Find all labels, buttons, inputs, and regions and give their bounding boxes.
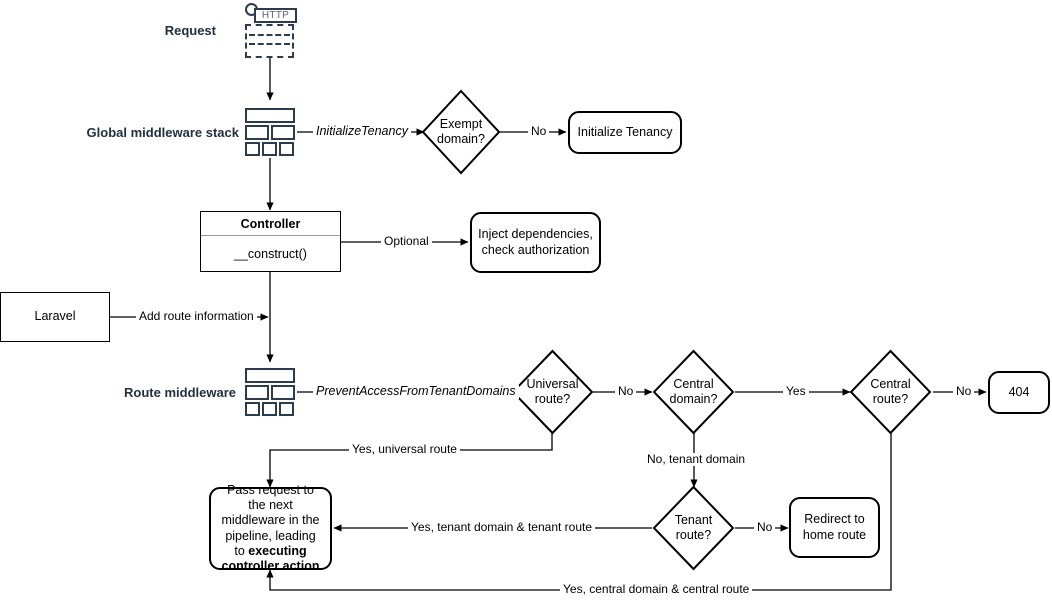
decision-central-domain[interactable]: Central domain? xyxy=(652,349,735,435)
node-404[interactable]: 404 xyxy=(988,371,1050,414)
node-pass-request[interactable]: Pass request to the next middleware in t… xyxy=(209,483,332,573)
controller-title: Controller xyxy=(201,212,340,236)
edge-label-yes-central-domain-central-route: Yes, central domain & central route xyxy=(560,582,753,597)
edge-label-central-domain-yes: Yes xyxy=(783,384,809,399)
route-middleware-stack-icon xyxy=(245,368,295,416)
stack-bar-icon xyxy=(262,402,277,416)
stack-bar-icon xyxy=(279,142,294,156)
edge-label-no-tenant-domain: No, tenant domain xyxy=(644,452,749,467)
node-label: home route xyxy=(802,527,867,542)
stack-bar-icon xyxy=(245,402,260,416)
decision-exempt-domain-text: Exempt domain? xyxy=(421,89,501,175)
stack-bar-icon xyxy=(271,385,295,400)
text-line: route? xyxy=(675,528,712,542)
label-request: Request xyxy=(164,23,216,38)
node-label: Inject dependencies, xyxy=(478,227,593,242)
node-label: Laravel xyxy=(34,309,76,324)
text-line: Tenant xyxy=(674,513,713,527)
label-global-middleware-stack: Global middleware stack xyxy=(86,125,239,140)
text-line: Exempt xyxy=(439,117,483,131)
decision-universal-route-text: Universal route? xyxy=(511,349,594,435)
http-request-body-line-icon xyxy=(249,34,290,36)
node-inject-dependencies[interactable]: Inject dependencies, check authorization xyxy=(470,212,601,273)
decision-central-route[interactable]: Central route? xyxy=(849,349,932,435)
text-line: Universal xyxy=(526,377,579,391)
edge-label-initialize-tenancy-middleware: InitializeTenancy xyxy=(313,124,411,139)
stack-bar-icon xyxy=(245,142,260,156)
node-initialize-tenancy[interactable]: Initialize Tenancy xyxy=(568,111,682,154)
decision-central-route-text: Central route? xyxy=(849,349,932,435)
edge-label-tenant-route-no: No xyxy=(754,520,776,535)
edge-label-central-route-no: No xyxy=(953,384,975,399)
http-protocol-label: HTTP xyxy=(254,8,297,23)
edge-label-prevent-access-middleware: PreventAccessFromTenantDomains xyxy=(313,384,519,399)
decision-tenant-route[interactable]: Tenant route? xyxy=(652,485,735,571)
edge-label-exempt-no: No xyxy=(528,124,550,139)
node-pass-request-text: Pass request to the next middleware in t… xyxy=(219,483,322,575)
controller-method: __construct() xyxy=(234,246,307,261)
decision-tenant-route-text: Tenant route? xyxy=(652,485,735,571)
edge-label-universal-no: No xyxy=(615,384,637,399)
node-label: Pass request to the next middleware in t… xyxy=(221,482,320,558)
edge-label-optional: Optional xyxy=(381,234,432,249)
stack-bar-icon xyxy=(245,125,269,140)
edge-label-add-route-information: Add route information xyxy=(136,309,257,324)
edge-label-yes-universal-route: Yes, universal route xyxy=(349,442,460,457)
http-request-body-icon xyxy=(245,24,294,58)
node-label: 404 xyxy=(1008,384,1030,399)
stack-bar-icon xyxy=(271,125,295,140)
stack-bar-icon xyxy=(245,108,295,123)
node-label: Redirect to xyxy=(804,512,865,527)
text-line: domain? xyxy=(437,132,485,146)
decision-exempt-domain[interactable]: Exempt domain? xyxy=(421,89,501,175)
node-label: Initialize Tenancy xyxy=(577,124,673,139)
text-line: route? xyxy=(872,392,909,406)
node-redirect-home-route[interactable]: Redirect to home route xyxy=(789,497,880,558)
text-line: Central xyxy=(870,377,911,391)
edge-label-yes-tenant-domain-tenant-route: Yes, tenant domain & tenant route xyxy=(408,520,596,535)
decision-universal-route[interactable]: Universal route? xyxy=(511,349,594,435)
label-route-middleware: Route middleware xyxy=(124,385,236,400)
global-middleware-stack-icon xyxy=(245,108,295,156)
node-controller[interactable]: Controller __construct() xyxy=(200,211,341,272)
text-line: domain? xyxy=(669,392,718,406)
node-label: check authorization xyxy=(481,242,590,257)
http-request-icon: HTTP xyxy=(245,3,297,58)
stack-bar-icon xyxy=(279,402,294,416)
text-line: Central xyxy=(673,377,714,391)
stack-bar-icon xyxy=(262,142,277,156)
decision-central-domain-text: Central domain? xyxy=(652,349,735,435)
node-laravel[interactable]: Laravel xyxy=(0,292,110,342)
http-request-body-line-icon xyxy=(249,43,290,45)
stack-bar-icon xyxy=(245,385,269,400)
text-line: route? xyxy=(534,392,571,406)
node-label-emphasis: executing controller action xyxy=(221,543,320,573)
stack-bar-icon xyxy=(245,368,295,383)
